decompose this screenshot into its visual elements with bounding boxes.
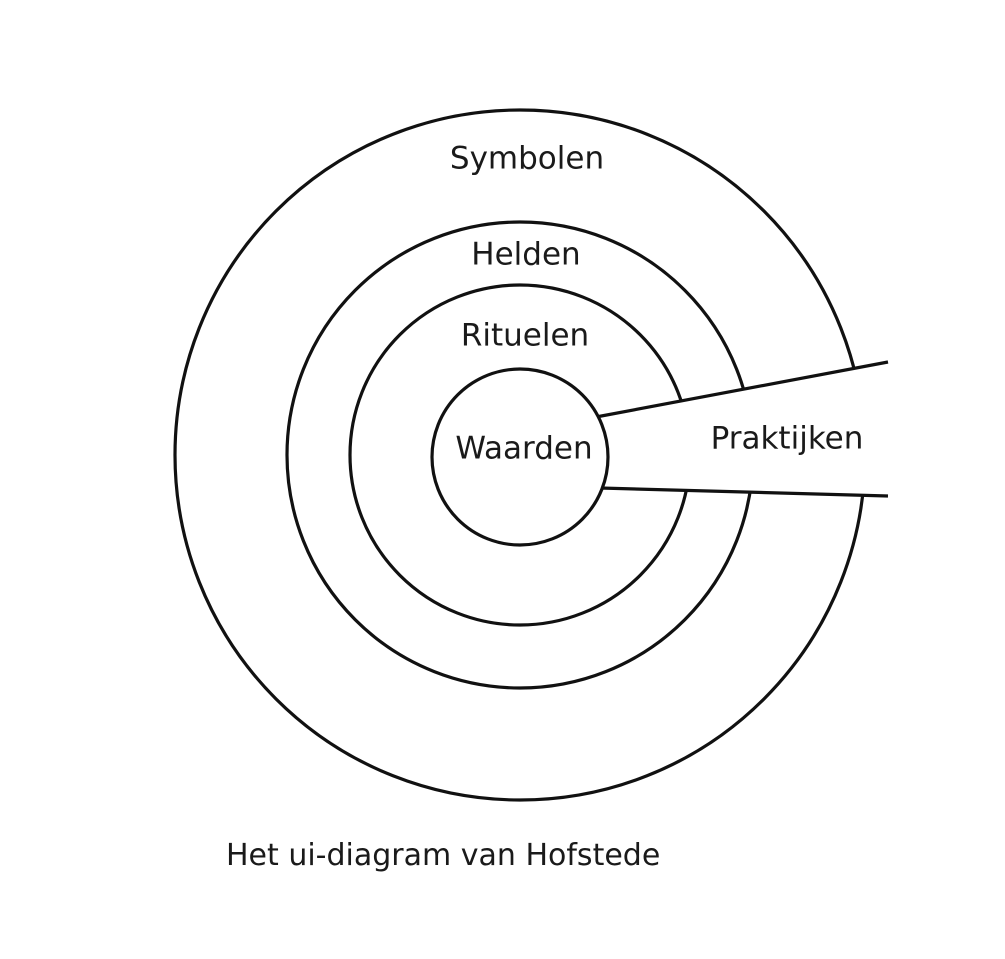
diagram-caption: Het ui-diagram van Hofstede (226, 838, 661, 873)
label-helden: Helden (471, 237, 580, 273)
label-rituelen: Rituelen (461, 318, 589, 354)
core-waarden (430, 367, 610, 547)
label-symbolen: Symbolen (450, 141, 604, 177)
praktijken-wedge (596, 362, 888, 496)
praktijken-wedge-top-edge (595, 360, 889, 419)
praktijken-wedge-bottom-edge (599, 486, 889, 498)
label-praktijken: Praktijken (711, 421, 864, 457)
label-waarden: Waarden (455, 431, 592, 467)
